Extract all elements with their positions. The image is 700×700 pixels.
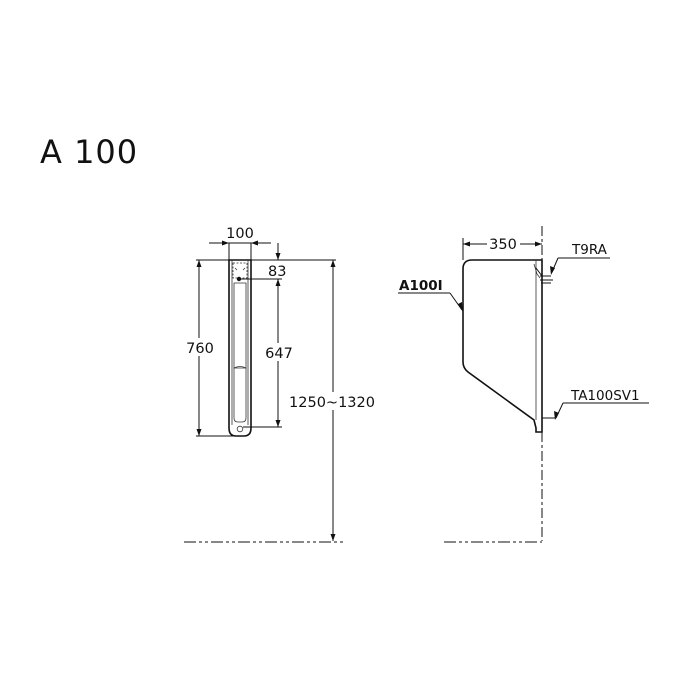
side-body-outline [462,259,543,433]
front-view: 100 83 760 647 1250~1320 [184,226,376,543]
mount-height-dimension: 1250~1320 [289,395,375,411]
valve-part-label: T9RA [571,242,608,258]
height-dimension: 760 [186,341,214,357]
width-dimension: 100 [226,226,254,242]
drain-part-label: TA100SV1 [570,388,640,404]
body-part-label: A100I [399,278,443,294]
drain-icon [236,425,244,433]
top-offset-dimension: 83 [268,264,286,280]
inlet-point-icon [236,276,242,282]
depth-dimension: 350 [489,237,517,253]
inlet-outlet-dimension: 647 [265,346,293,362]
drawing-title: A 100 [40,133,139,171]
front-body-outline [228,259,252,437]
side-view: 350 A100I T9RA TA100SV1 [398,226,649,543]
